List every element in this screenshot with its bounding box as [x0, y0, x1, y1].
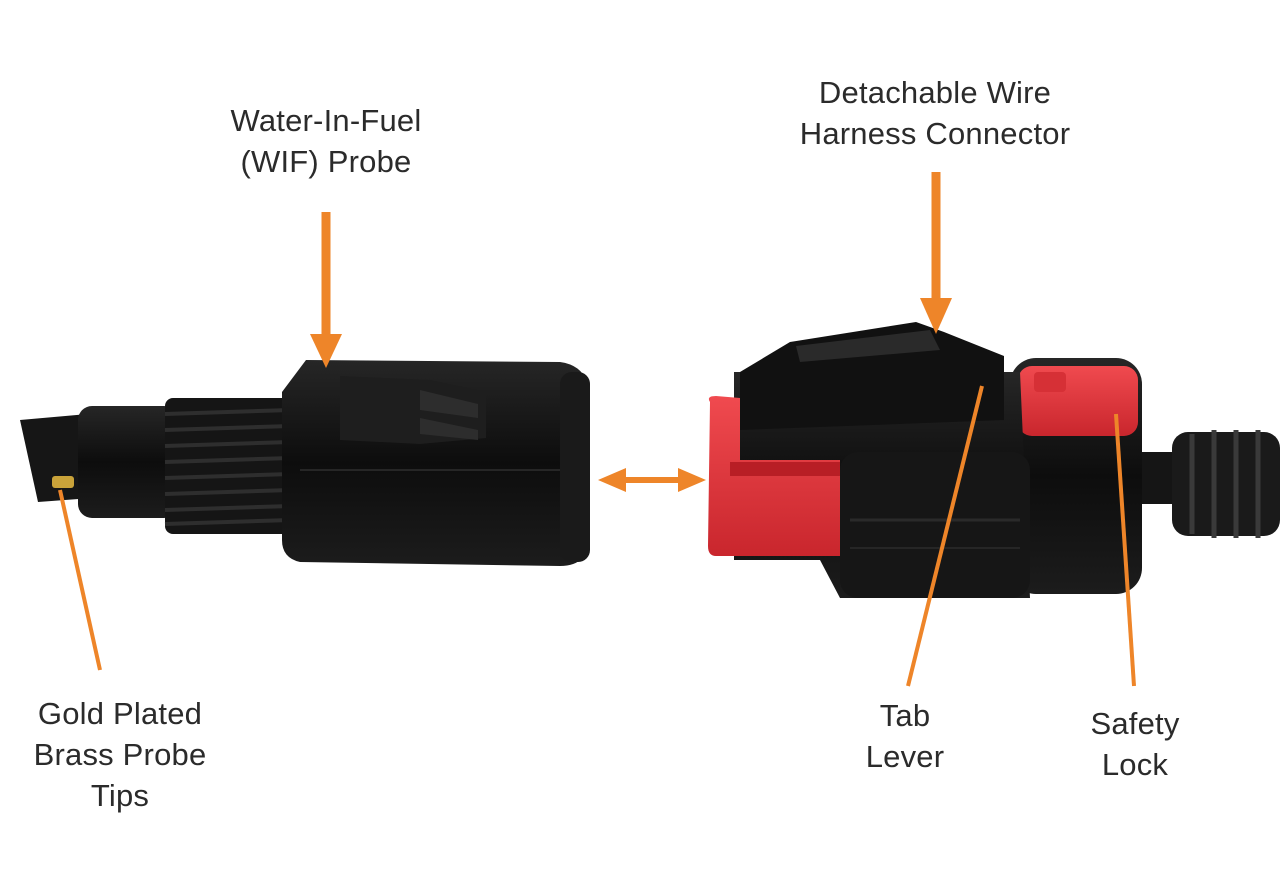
label-safety-lock: Safety Lock	[1090, 706, 1180, 782]
harness-connector	[708, 322, 1280, 598]
threaded-section	[165, 398, 291, 534]
tab-lever-leader	[906, 385, 984, 687]
label-wif-probe: Water-In-Fuel (WIF) Probe	[230, 103, 422, 179]
label-tab-lever: Tab Lever	[865, 698, 945, 774]
callout-arrows	[58, 172, 1136, 687]
wif-probe	[20, 360, 590, 566]
probe-tips-leader	[58, 489, 102, 671]
safety-lock-leader	[1114, 413, 1136, 687]
label-harness-connector: Detachable Wire Harness Connector	[799, 75, 1071, 151]
gold-probe-tip	[52, 476, 74, 488]
label-probe-tips: Gold Plated Brass Probe Tips	[33, 696, 207, 813]
